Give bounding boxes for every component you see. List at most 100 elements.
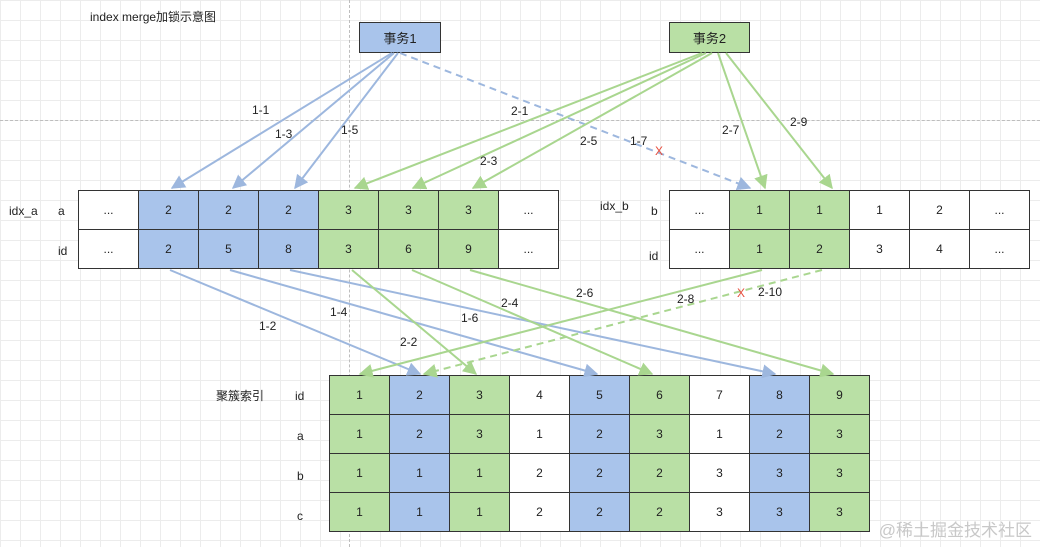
edge-label-2-9: 2-9: [790, 115, 808, 129]
watermark: @稀土掘金技术社区: [878, 521, 1032, 540]
clustered-index-name: 聚簇索引: [216, 389, 265, 403]
arrow-1-6: [289, 269, 777, 379]
arrow-1-2: [169, 269, 422, 376]
idx-a-cell: ...: [498, 190, 559, 230]
idx-a-cell: 3: [378, 190, 439, 230]
edge-label-2-6: 2-6: [576, 286, 594, 300]
arrow-2-8: [358, 269, 763, 378]
clustered-cell: 1: [449, 453, 510, 493]
idx-a-cell: 2: [138, 229, 199, 269]
clustered-cell: 6: [629, 375, 690, 415]
edge-label-2-2: 2-2: [400, 335, 418, 349]
idx-b-cell: 1: [789, 190, 850, 230]
clustered-cell: 2: [509, 492, 570, 532]
clustered-cell: 1: [689, 414, 750, 454]
arrow-1-4: [229, 269, 599, 378]
clustered-cell: 2: [569, 492, 630, 532]
edge-label-2-7: 2-7: [722, 123, 740, 137]
clustered-cell: 2: [569, 414, 630, 454]
clustered-cell: 3: [809, 453, 870, 493]
clustered-row-label-id: id: [295, 389, 305, 403]
clustered-cell: 8: [749, 375, 810, 415]
idx-a-cell: 6: [378, 229, 439, 269]
edge-label-1-2: 1-2: [259, 319, 277, 333]
edge-label-1-6: 1-6: [461, 311, 479, 325]
idx-a-cell: 2: [258, 190, 319, 230]
clustered-row-label-a: a: [297, 429, 304, 443]
idx-b-cell: 2: [789, 229, 850, 269]
idx-b-cell: ...: [969, 190, 1030, 230]
clustered-cell: 3: [449, 414, 510, 454]
clustered-cell: 1: [329, 375, 390, 415]
idx-b-name: idx_b: [600, 199, 629, 213]
clustered-cell: 5: [569, 375, 630, 415]
clustered-cell: 7: [689, 375, 750, 415]
clustered-cell: 3: [809, 414, 870, 454]
idx-a-cell: 2: [138, 190, 199, 230]
clustered-cell: 1: [389, 453, 450, 493]
clustered-cell: 2: [629, 492, 690, 532]
horizontal-guide-line: [0, 120, 1040, 121]
edge-label-1-3: 1-3: [275, 127, 293, 141]
idx-b-row-label-b: b: [651, 204, 658, 218]
edge-label-2-3: 2-3: [480, 154, 498, 168]
idx-a-cell: 8: [258, 229, 319, 269]
idx-b-cell: ...: [969, 229, 1030, 269]
edge-label-1-1: 1-1: [252, 103, 270, 117]
clustered-cell: 4: [509, 375, 570, 415]
idx-a-cell: ...: [78, 190, 139, 230]
idx-a-cell: 2: [198, 190, 259, 230]
idx-b-cell: 3: [849, 229, 910, 269]
idx-a-cell: ...: [78, 229, 139, 269]
clustered-row-label-b: b: [297, 469, 304, 483]
idx-b-cell: ...: [669, 229, 730, 269]
clustered-cell: 1: [329, 453, 390, 493]
clustered-cell: 3: [449, 375, 510, 415]
clustered-cell: 1: [329, 492, 390, 532]
clustered-cell: 3: [749, 453, 810, 493]
clustered-row-label-c: c: [297, 509, 303, 523]
idx-b-cell: 2: [909, 190, 970, 230]
edge-label-2-5: 2-5: [580, 134, 598, 148]
idx-a-name: idx_a: [9, 204, 38, 218]
clustered-cell: 3: [749, 492, 810, 532]
idx-a-cell: 5: [198, 229, 259, 269]
edge-label-2-10: 2-10: [758, 285, 783, 299]
edge-label-1-7: 1-7: [630, 134, 648, 148]
clustered-cell: 2: [629, 453, 690, 493]
diagram-title: index merge加锁示意图: [90, 10, 217, 24]
edge-label-1-5: 1-5: [341, 123, 359, 137]
idx-a-cell: 3: [318, 190, 379, 230]
idx-a-cell: ...: [498, 229, 559, 269]
transaction-1-box: 事务1: [359, 22, 441, 53]
idx-b-cell: 1: [729, 229, 790, 269]
clustered-cell: 3: [689, 492, 750, 532]
edge-label-2-8: 2-8: [677, 292, 695, 306]
clustered-cell: 2: [569, 453, 630, 493]
idx-a-row-label-a: a: [58, 204, 65, 218]
clustered-cell: 3: [689, 453, 750, 493]
clustered-cell: 1: [509, 414, 570, 454]
idx-b-cell: 1: [849, 190, 910, 230]
clustered-cell: 3: [809, 492, 870, 532]
clustered-cell: 2: [389, 414, 450, 454]
clustered-cell: 9: [809, 375, 870, 415]
idx-a-cell: 3: [438, 190, 499, 230]
idx-a-row-label-id: id: [58, 244, 68, 258]
idx-a-cell: 9: [438, 229, 499, 269]
edge-label-2-4: 2-4: [501, 296, 519, 310]
idx-b-cell: 1: [729, 190, 790, 230]
idx-b-row-label-id: id: [649, 249, 659, 263]
clustered-cell: 2: [749, 414, 810, 454]
clustered-cell: 3: [629, 414, 690, 454]
clustered-cell: 1: [329, 414, 390, 454]
